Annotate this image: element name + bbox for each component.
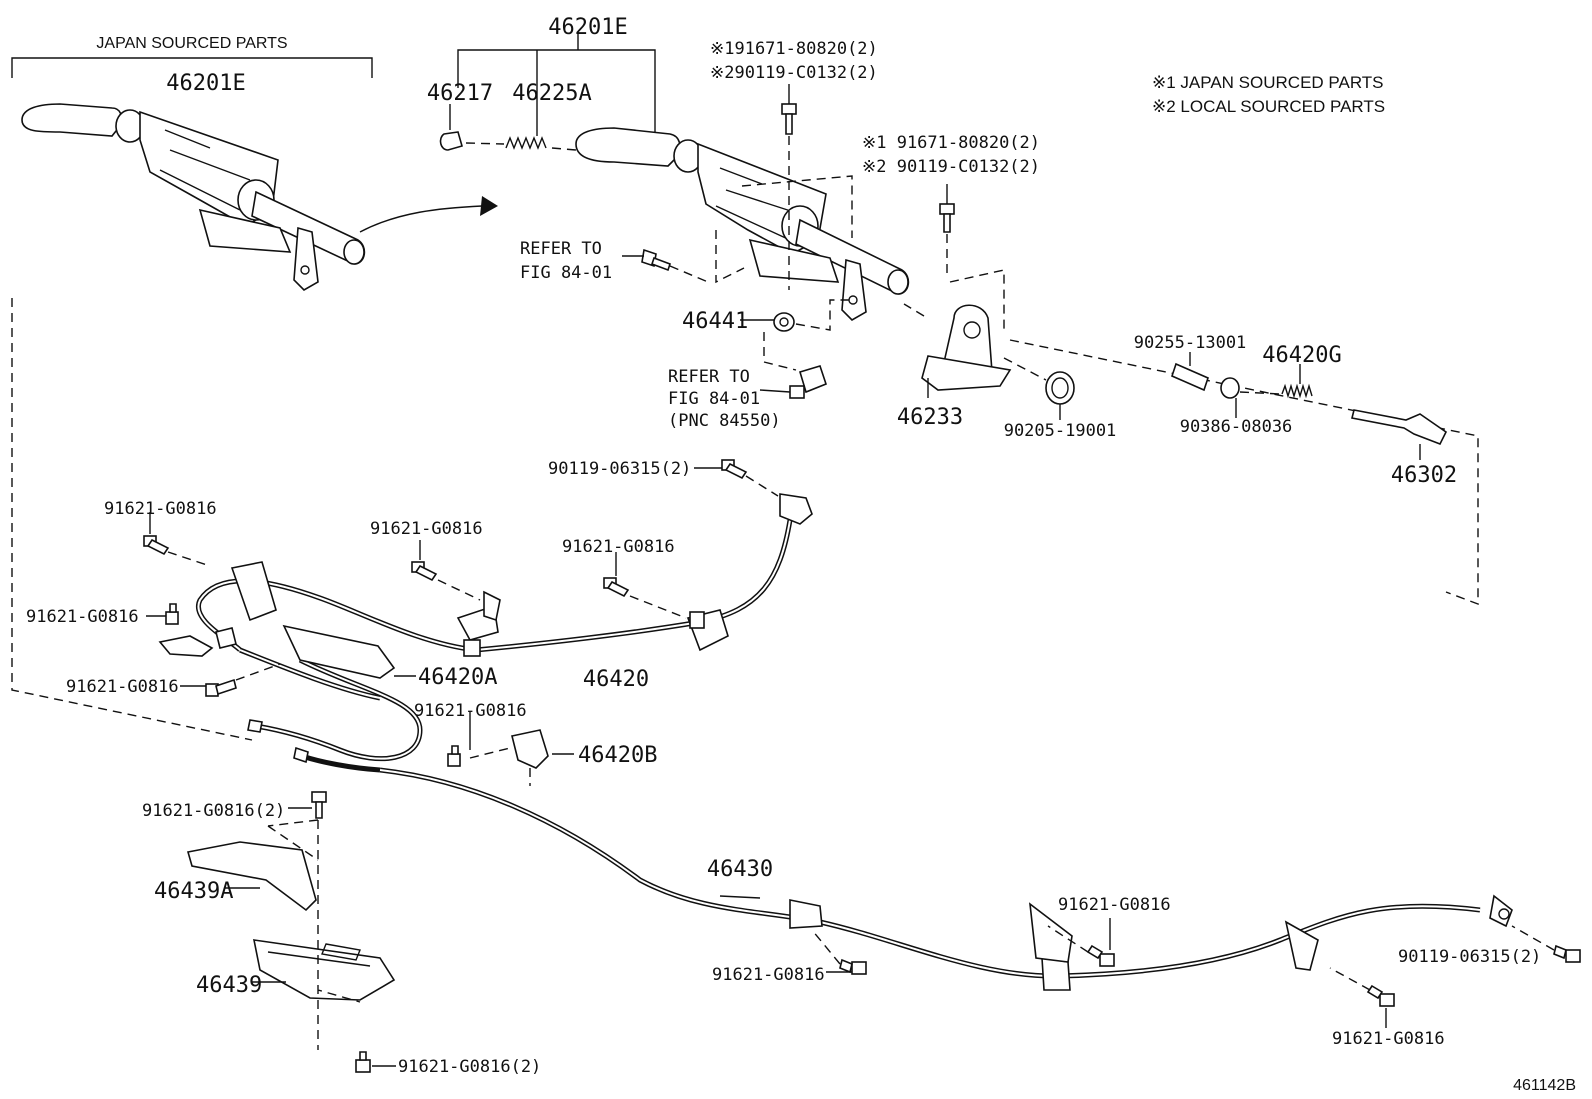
label-46439: 46439: [196, 973, 262, 998]
bracket-46439[interactable]: [252, 939, 396, 1001]
label-bolt-91621-5: 91621-G0816: [66, 677, 179, 697]
bolt-icon[interactable]: [165, 603, 179, 625]
label-46225a: 46225A: [512, 81, 591, 106]
bracket-46233[interactable]: [921, 304, 1012, 391]
bolt-icon[interactable]: [311, 791, 327, 819]
label-90255: 90255-13001: [1134, 333, 1247, 353]
grip-cap-46217[interactable]: [439, 131, 463, 151]
label-refer2-c: (PNC 84550): [668, 411, 781, 431]
bolt-icon[interactable]: [721, 459, 748, 480]
nut-90386-icon[interactable]: [1220, 377, 1240, 399]
label-refer2-b: FIG 84-01: [668, 389, 760, 409]
label-46430: 46430: [707, 857, 773, 882]
label-46420b: 46420B: [578, 743, 657, 768]
japan-sourced-caption: JAPAN SOURCED PARTS: [96, 35, 287, 52]
bolt-icon[interactable]: [603, 577, 630, 598]
label-bolt-91621-3: 91621-G0816: [562, 537, 675, 557]
bolt-icon[interactable]: [411, 561, 438, 582]
label-refer1-b: FIG 84-01: [520, 263, 612, 283]
cable-46420a[interactable]: [247, 624, 423, 762]
label-refer1-a: REFER TO: [520, 239, 602, 259]
spring-46225a[interactable]: [505, 136, 547, 150]
clip-46420b-icon[interactable]: [511, 729, 549, 769]
equalizer-46302-icon[interactable]: [1351, 409, 1448, 446]
washer-90205-icon[interactable]: [1045, 371, 1075, 405]
label-bolt-mid-1: ※1 91671-80820(2): [862, 133, 1040, 153]
refer-bolt-icon[interactable]: [641, 248, 672, 272]
label-bolt-91621-2: 91621-G0816: [370, 519, 483, 539]
label-46201e-top: 46201E: [548, 15, 627, 40]
direction-arrow: [359, 196, 498, 233]
switch-connector-icon[interactable]: [789, 365, 827, 399]
label-90386: 90386-08036: [1180, 417, 1293, 437]
bolt-icon[interactable]: [143, 535, 170, 556]
legend-note-2: ※2 LOCAL SOURCED PARTS: [1152, 97, 1385, 116]
bolt-icon[interactable]: [1553, 944, 1581, 963]
spring-46420g-icon[interactable]: [1281, 383, 1313, 399]
label-bolt-91621-6: 91621-G0816: [414, 701, 527, 721]
parking-brake-lever-top[interactable]: [575, 127, 910, 321]
bolt-top-icon[interactable]: [781, 103, 797, 135]
diagram-id: 461142B: [1513, 1077, 1576, 1094]
label-bolt-pair-bottom: 91621-G0816(2): [398, 1057, 541, 1077]
label-bolt-mid-2: ※2 90119-C0132(2): [862, 157, 1040, 177]
label-90205: 90205-19001: [1004, 421, 1117, 441]
label-46439a: 46439A: [154, 879, 233, 904]
lever-46201e-bracket: [457, 34, 656, 138]
label-46441: 46441: [682, 309, 748, 334]
label-46420: 46420: [583, 667, 649, 692]
label-bolt-91621-1: 91621-G0816: [104, 499, 217, 519]
cable-46430[interactable]: [293, 746, 1513, 991]
bolt-icon[interactable]: [839, 958, 867, 975]
label-46420g: 46420G: [1262, 343, 1341, 368]
label-46217: 46217: [427, 81, 493, 106]
parking-brake-lever-left[interactable]: [21, 103, 366, 291]
labels: JAPAN SOURCED PARTS 46201E 46201E 46217 …: [26, 15, 1576, 1094]
label-bolt-91621-9: 91621-G0816: [1332, 1029, 1445, 1049]
cable-46420[interactable]: [195, 493, 813, 701]
bolt-icon[interactable]: [1366, 984, 1395, 1007]
label-bolt-91621-7: 91621-G0816: [712, 965, 825, 985]
label-bolt-pair-top: 91621-G0816(2): [142, 801, 285, 821]
label-46201e-left: 46201E: [166, 71, 245, 96]
bolt-icon[interactable]: [447, 745, 461, 767]
bolt-mid-icon[interactable]: [939, 203, 955, 233]
nut-46441-icon[interactable]: [773, 312, 795, 332]
pin-90255-icon[interactable]: [1171, 362, 1209, 392]
label-bolt-91621-8: 91621-G0816: [1058, 895, 1171, 915]
label-bolt-91621-4: 91621-G0816: [26, 607, 139, 627]
cover-46439a[interactable]: [186, 841, 317, 912]
bolt-icon[interactable]: [355, 1051, 371, 1073]
label-46420a: 46420A: [418, 665, 497, 690]
bolt-icon[interactable]: [205, 678, 237, 697]
legend-note-1: ※1 JAPAN SOURCED PARTS: [1152, 73, 1384, 92]
label-46233: 46233: [897, 405, 963, 430]
label-90119-top: 90119-06315(2): [548, 459, 691, 479]
bolt-icon[interactable]: [1086, 944, 1115, 967]
label-bolt-top-1: ※191671-80820(2): [710, 39, 878, 59]
label-90119-right: 90119-06315(2): [1398, 947, 1541, 967]
label-refer2-a: REFER TO: [668, 367, 750, 387]
japan-sourced-bracket: [11, 57, 373, 78]
label-bolt-top-2: ※290119-C0132(2): [710, 63, 878, 83]
label-46302: 46302: [1391, 463, 1457, 488]
